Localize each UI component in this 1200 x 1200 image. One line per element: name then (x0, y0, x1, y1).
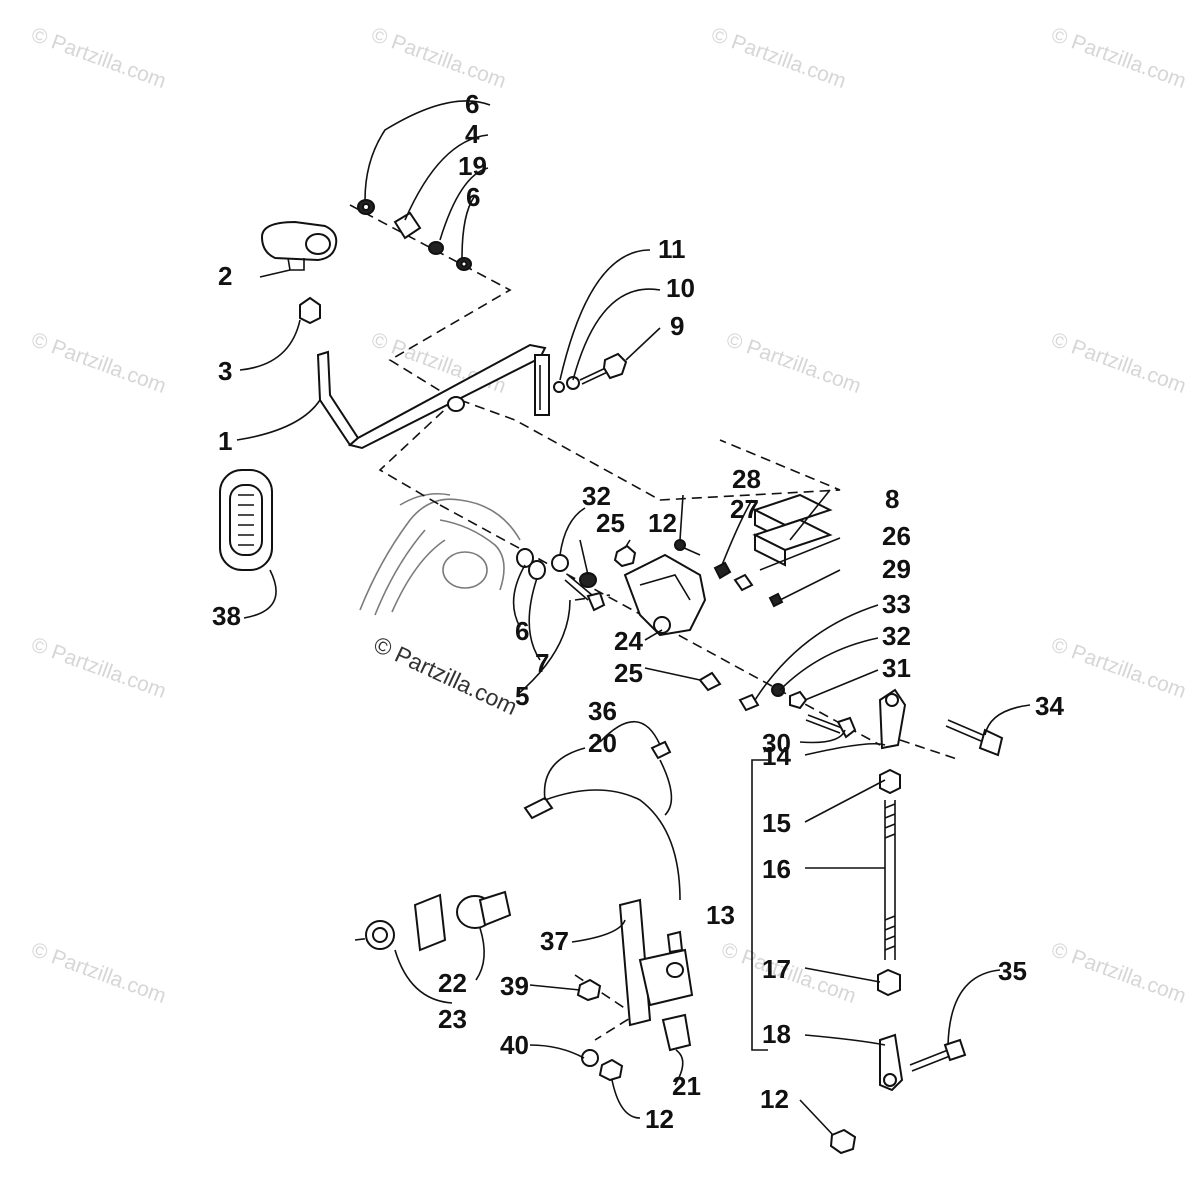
watermark-text: © Partzilla.com (723, 328, 864, 398)
callout-21: 21 (672, 1071, 701, 1101)
lower-pivot-hardware (698, 671, 857, 739)
callout-27: 27 (730, 494, 759, 524)
callout-19: 19 (458, 151, 487, 181)
rod-end-upper (878, 688, 907, 750)
callout-16: 16 (762, 854, 791, 884)
callout-1: 1 (218, 426, 232, 456)
callout-12: 12 (760, 1084, 789, 1114)
callout-36: 36 (588, 696, 617, 726)
watermark-text: © Partzilla.com (1048, 633, 1189, 703)
watermark-text: © Partzilla.com (1048, 23, 1189, 93)
brake-switch (365, 890, 512, 952)
callout-26: 26 (882, 521, 911, 551)
rod-end-lower (879, 1033, 904, 1092)
brake-lever (316, 343, 550, 450)
callout-28: 28 (732, 464, 761, 494)
lower-bolt (909, 1038, 967, 1072)
nut (299, 296, 321, 325)
watermark-center-text: © Partzilla.com (370, 631, 521, 720)
bolt-assembly (553, 352, 628, 393)
watermark-text: © Partzilla.com (368, 23, 509, 93)
callout-11: 11 (658, 234, 686, 264)
lower-nut (829, 1128, 857, 1155)
switch-bracket (618, 898, 694, 1052)
leader-lines (236, 100, 1031, 1136)
callout-25: 25 (614, 658, 643, 688)
callout-15: 15 (762, 808, 791, 838)
callout-12: 12 (645, 1104, 674, 1134)
watermark-text: © Partzilla.com (1048, 328, 1189, 398)
watermark-text: © Partzilla.com (708, 23, 849, 93)
callout-labels: 6 4 19 6 2 3 1 11 10 9 38 32 25 12 28 27… (212, 89, 1064, 1134)
callout-23: 23 (438, 1004, 467, 1034)
callout-18: 18 (762, 1019, 791, 1049)
callout-5: 5 (515, 681, 529, 711)
callout-24: 24 (614, 626, 643, 656)
group-bracket (751, 759, 768, 1051)
callout-10: 10 (666, 273, 695, 303)
callout-6: 6 (465, 89, 479, 119)
callout-6: 6 (466, 182, 480, 212)
pivot-bolt-stack (516, 548, 606, 612)
callout-29: 29 (882, 554, 911, 584)
callout-37: 37 (540, 926, 569, 956)
callout-34: 34 (1035, 691, 1064, 721)
clevis-hardware (674, 539, 784, 608)
adjuster-rod (877, 768, 901, 997)
callout-33: 33 (882, 589, 911, 619)
callout-22: 22 (438, 968, 467, 998)
watermark-text: © Partzilla.com (368, 328, 509, 398)
callout-7: 7 (535, 648, 549, 678)
callout-6: 6 (515, 616, 529, 646)
watermark-text: © Partzilla.com (28, 633, 169, 703)
callout-32: 32 (582, 481, 611, 511)
frame-outline (359, 492, 521, 616)
callout-30: 30 (762, 728, 791, 758)
watermark-text: © Partzilla.com (28, 938, 169, 1008)
switch-hardware (576, 978, 624, 1082)
callout-9: 9 (670, 311, 684, 341)
watermark-text: © Partzilla.com (28, 23, 169, 93)
callout-39: 39 (500, 971, 529, 1001)
callout-20: 20 (588, 728, 617, 758)
callout-32: 32 (882, 621, 911, 651)
callout-35: 35 (998, 956, 1027, 986)
callout-3: 3 (218, 356, 232, 386)
callout-14: 14 (762, 741, 791, 771)
switch-wiring (523, 740, 681, 901)
callout-40: 40 (500, 1030, 529, 1060)
pivot-hardware (357, 199, 472, 271)
callout-12: 12 (648, 508, 677, 538)
grommet (219, 469, 273, 571)
callout-31: 31 (882, 653, 911, 683)
callout-25: 25 (596, 508, 625, 538)
callout-13: 13 (706, 900, 735, 930)
watermark-text: © Partzilla.com (1048, 938, 1189, 1008)
pedal-pad (260, 220, 338, 271)
callout-2: 2 (218, 261, 232, 291)
callout-4: 4 (465, 119, 480, 149)
callout-17: 17 (762, 954, 791, 984)
master-cylinder-bracket (613, 544, 707, 637)
shim-block (752, 493, 833, 567)
callout-38: 38 (212, 601, 241, 631)
callout-8: 8 (885, 484, 899, 514)
clevis-bolt (945, 719, 1004, 757)
watermark-text: © Partzilla.com (28, 328, 169, 398)
